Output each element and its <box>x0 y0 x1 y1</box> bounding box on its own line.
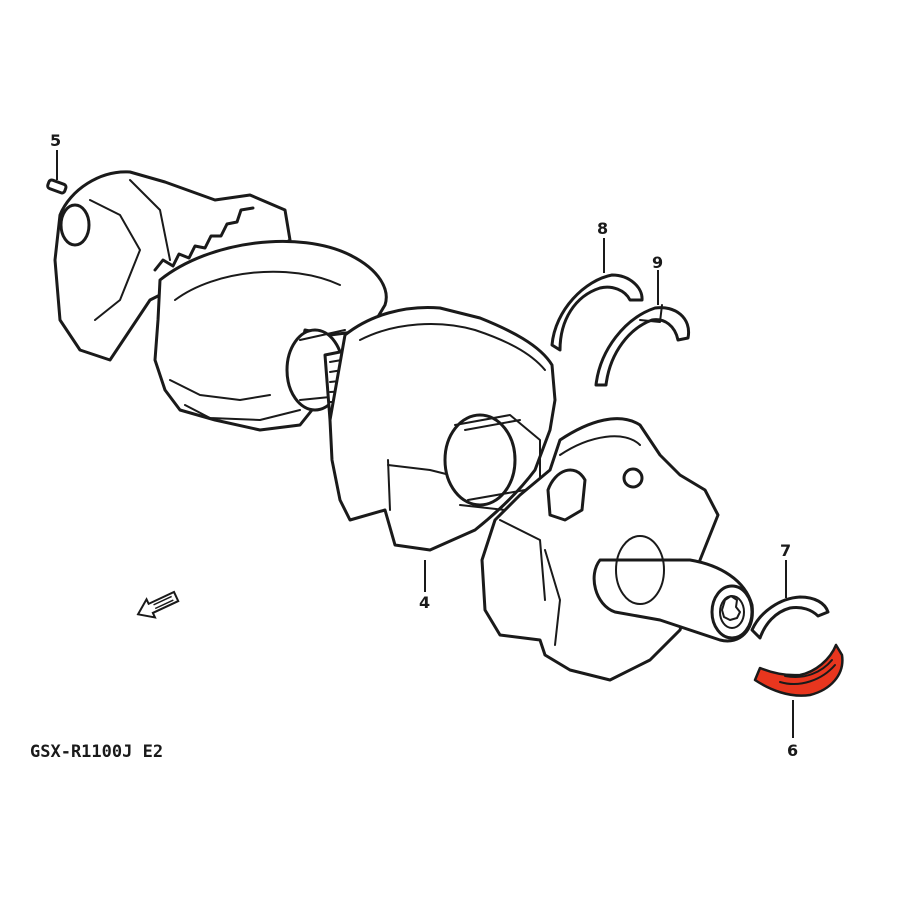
callout-8: 8 <box>597 219 608 238</box>
bearing-shell-lower-9 <box>594 304 691 387</box>
callout-5: 5 <box>50 131 61 150</box>
crankshaft-middle-web <box>328 306 557 552</box>
callout-9: 9 <box>652 253 663 272</box>
highlighted-bearing-shell-6 <box>753 643 844 697</box>
front-arrow-icon <box>136 590 180 619</box>
callout-leaders <box>56 150 794 738</box>
bearing-shell-6 <box>753 643 844 697</box>
crankshaft-right-web <box>480 417 754 682</box>
bearing-shell-upper-8 <box>550 273 644 352</box>
callout-7: 7 <box>780 541 791 560</box>
bearing-shell-7 <box>750 595 830 640</box>
model-caption: GSX-R1100J E2 <box>30 742 163 762</box>
callout-4: 4 <box>419 593 430 612</box>
callout-6: 6 <box>787 741 798 760</box>
